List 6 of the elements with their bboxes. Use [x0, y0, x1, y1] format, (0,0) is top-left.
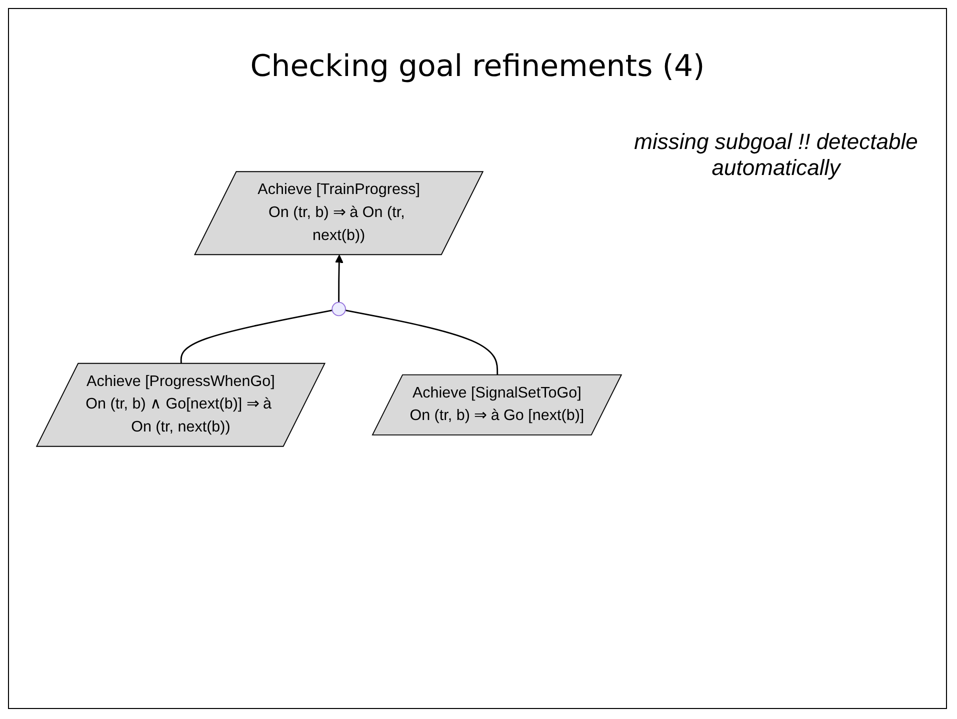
note-text: missing subgoal !! detectable automatically [633, 129, 919, 181]
connector [345, 310, 498, 376]
connector [180, 310, 332, 364]
title: Checking goal refinements (4) [249, 49, 706, 84]
node-circle [332, 302, 346, 316]
arrow [334, 254, 344, 302]
